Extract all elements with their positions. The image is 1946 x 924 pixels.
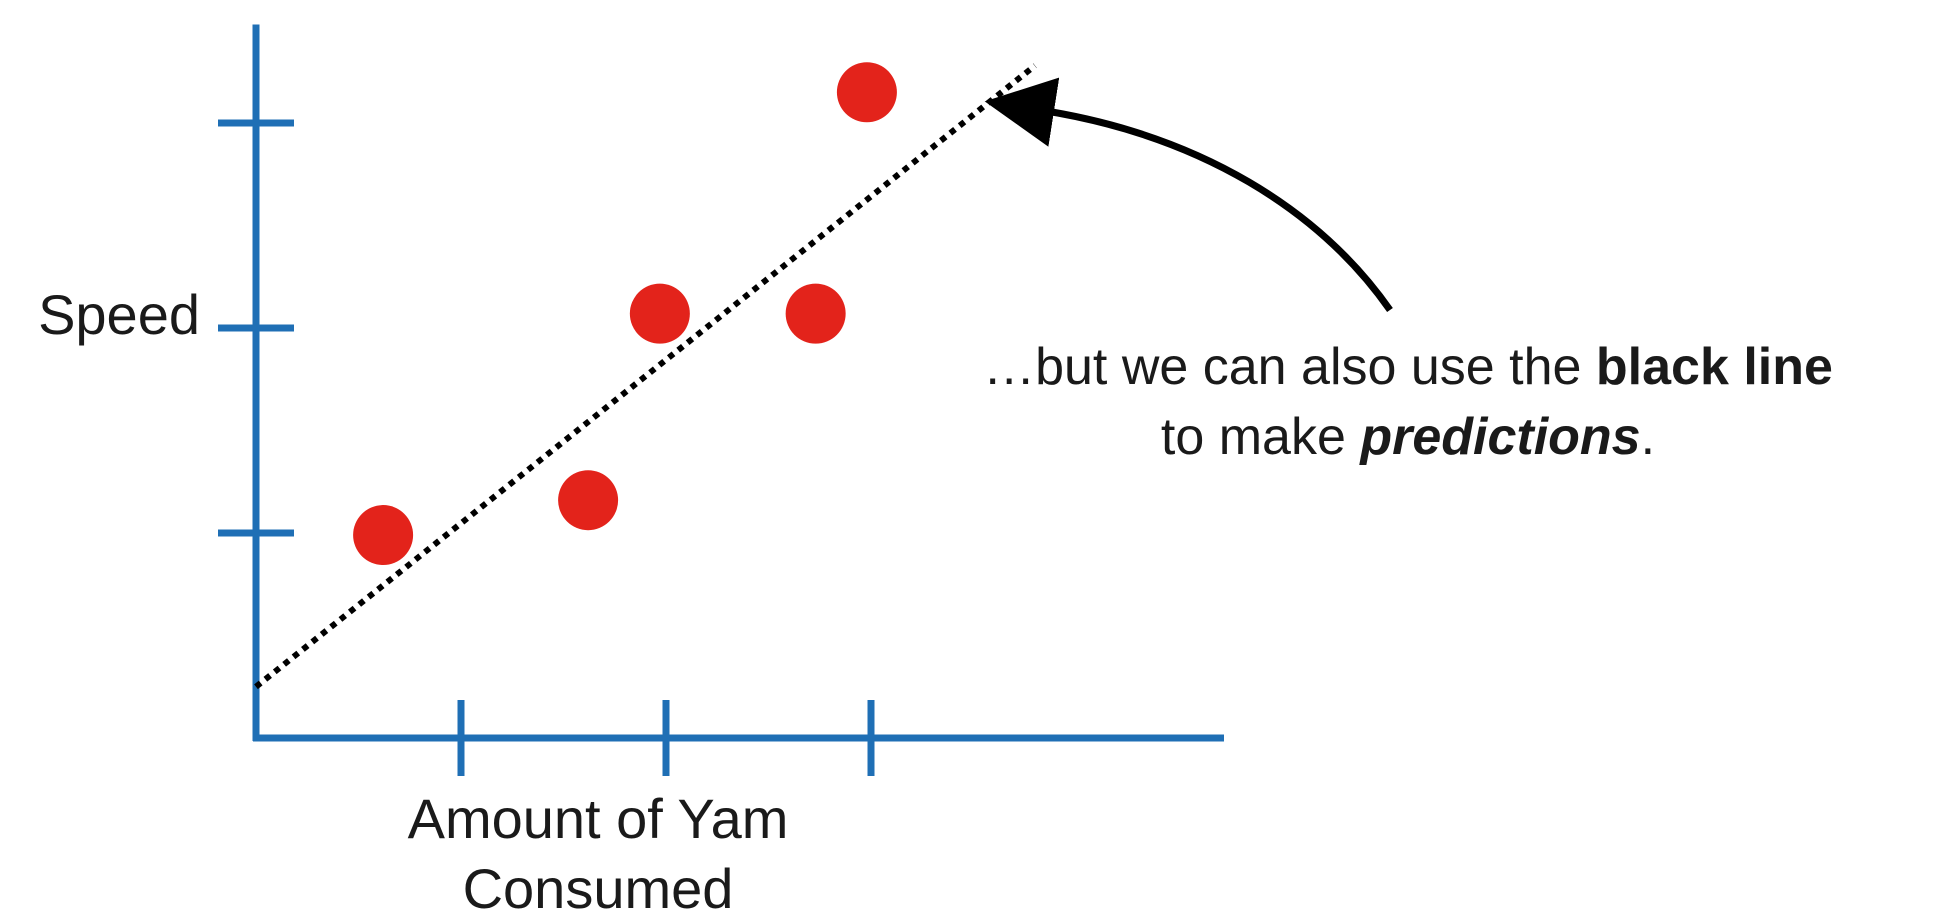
- y-axis-label: Speed: [38, 283, 200, 346]
- data-points: [353, 62, 897, 566]
- data-point: [785, 283, 846, 344]
- x-axis-label-line1: Amount of Yam: [408, 787, 789, 850]
- x-axis-label-line2: Consumed: [463, 857, 734, 920]
- data-point: [836, 62, 897, 123]
- annotation-prefix: …but we can also use the: [983, 338, 1596, 396]
- callout-arrow: [984, 77, 1393, 313]
- annotation-text: …but we can also use the black line to m…: [968, 332, 1848, 472]
- trend-line: [254, 63, 1037, 690]
- annotation-middle: to make: [1160, 408, 1361, 466]
- trend-line-group: [254, 63, 1037, 690]
- chart-axes: [218, 24, 1224, 776]
- annotation-bold-black-line: black line: [1595, 338, 1833, 396]
- data-point: [629, 283, 690, 344]
- data-point: [353, 505, 414, 566]
- data-point: [558, 470, 619, 531]
- annotation-predictions: predictions: [1360, 408, 1641, 466]
- axis-labels: Speed Amount of Yam Consumed: [38, 283, 788, 920]
- annotation-suffix: .: [1640, 408, 1656, 466]
